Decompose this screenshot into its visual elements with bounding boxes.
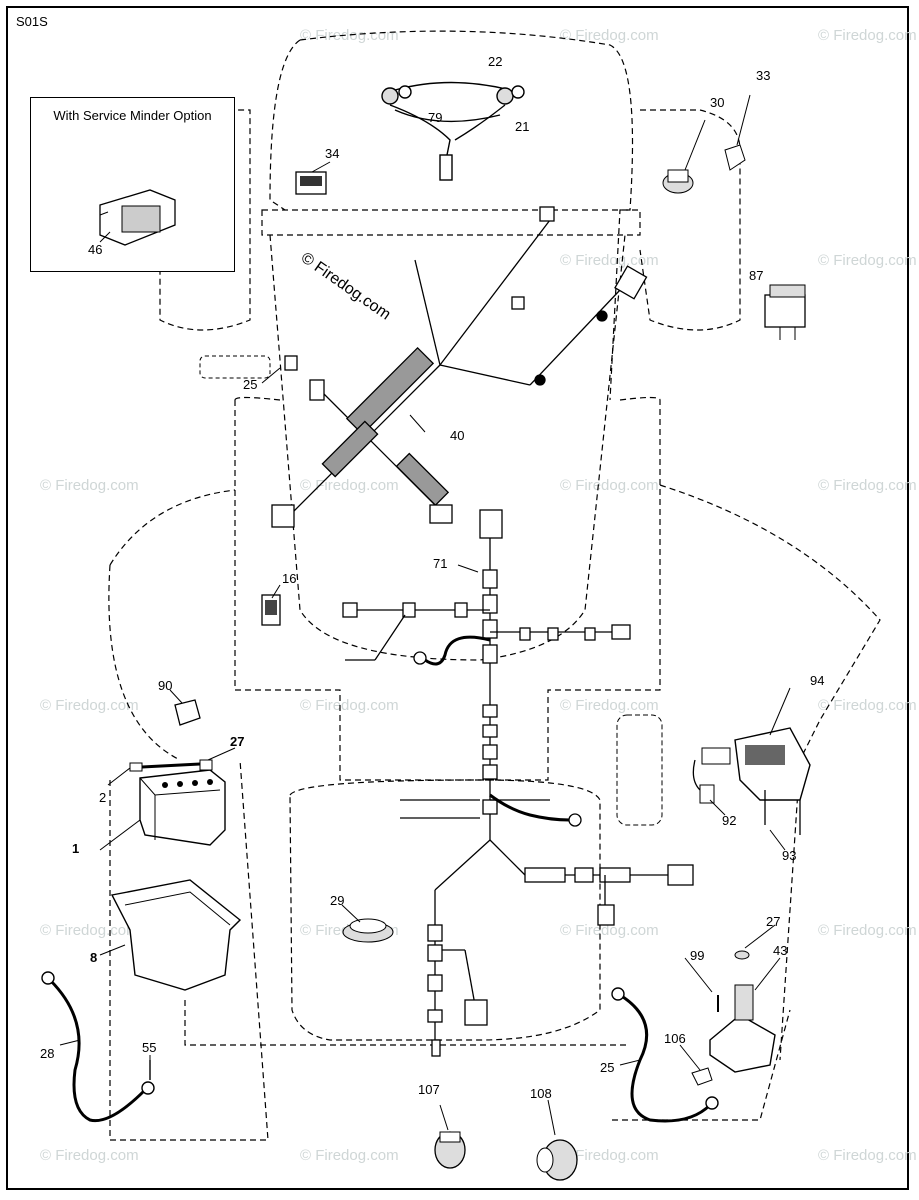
callout-2: 2 [99, 790, 106, 805]
callout-107: 107 [418, 1082, 440, 1097]
watermark: © Firedog.com [300, 1147, 399, 1164]
fuse-holder-outline [199, 355, 271, 379]
callout-29: 29 [330, 893, 344, 908]
watermark: © Firedog.com [818, 252, 917, 269]
inset-title: With Service Minder Option [53, 108, 212, 123]
ignition-switch [691, 950, 776, 1086]
watermark: © Firedog.com [560, 697, 659, 714]
callout-79: 79 [428, 110, 442, 125]
sheet-code: S01S [16, 14, 48, 29]
callout-106: 106 [664, 1031, 686, 1046]
callout-71: 71 [433, 556, 447, 571]
callout-90: 90 [158, 678, 172, 693]
part-16 [261, 594, 281, 626]
callout-99: 99 [690, 948, 704, 963]
watermark: © Firedog.com [40, 477, 139, 494]
callout-28: 28 [40, 1046, 54, 1061]
callout-94: 94 [810, 673, 824, 688]
switch-34 [295, 171, 327, 195]
switch-30 [662, 119, 706, 194]
callout-16: 16 [282, 571, 296, 586]
service-minder-inset: With Service Minder Option [30, 97, 235, 272]
battery [129, 759, 226, 846]
watermark: © Firedog.com [560, 477, 659, 494]
watermark: © Firedog.com [818, 477, 917, 494]
battery-tray [110, 879, 242, 991]
callout-25-top: 25 [243, 377, 257, 392]
watermark: © Firedog.com [560, 252, 659, 269]
part-90 [174, 699, 201, 726]
watermark-layer: © Firedog.com © Firedog.com © Firedog.co… [40, 27, 917, 1164]
callout-1: 1 [72, 841, 79, 856]
grommet-29 [342, 918, 394, 943]
watermark: © Firedog.com [818, 27, 917, 44]
callout-87: 87 [749, 268, 763, 283]
watermark: © Firedog.com [818, 697, 917, 714]
page-frame [6, 6, 909, 1190]
watermark: © Firedog.com [818, 1147, 917, 1164]
callout-30: 30 [710, 95, 724, 110]
watermark-main: © Firedog.com [298, 249, 394, 323]
callout-21: 21 [515, 119, 529, 134]
solenoid-108 [536, 1139, 578, 1181]
watermark: © Firedog.com [300, 697, 399, 714]
light-harness [381, 81, 525, 181]
callout-27-left: 27 [230, 734, 244, 749]
callout-27-right: 27 [766, 914, 780, 929]
watermark: © Firedog.com [818, 922, 917, 939]
callout-55: 55 [142, 1040, 156, 1055]
callout-33: 33 [756, 68, 770, 83]
watermark: © Firedog.com [40, 1147, 139, 1164]
watermark: © Firedog.com [300, 27, 399, 44]
harness-71 [342, 509, 694, 1057]
main-harness-40 [271, 206, 648, 528]
pto-switch-assembly [692, 727, 811, 835]
callout-25-bottom: 25 [600, 1060, 614, 1075]
watermark: © Firedog.com [40, 922, 139, 939]
callout-34: 34 [325, 146, 339, 161]
module-33 [724, 94, 751, 171]
callout-8: 8 [90, 950, 97, 965]
watermark: © Firedog.com [560, 27, 659, 44]
callout-92: 92 [722, 813, 736, 828]
callout-40: 40 [450, 428, 464, 443]
relay-87 [764, 284, 806, 340]
callout-108: 108 [530, 1086, 552, 1101]
tractor-outline [108, 30, 881, 1141]
solenoid-107 [434, 1131, 466, 1169]
watermark: © Firedog.com [40, 697, 139, 714]
callout-93: 93 [782, 848, 796, 863]
callout-43: 43 [773, 943, 787, 958]
watermark: © Firedog.com [560, 922, 659, 939]
watermark: © Firedog.com [560, 1147, 659, 1164]
leader-lines [59, 161, 791, 1136]
callout-22: 22 [488, 54, 502, 69]
watermark: © Firedog.com [300, 477, 399, 494]
